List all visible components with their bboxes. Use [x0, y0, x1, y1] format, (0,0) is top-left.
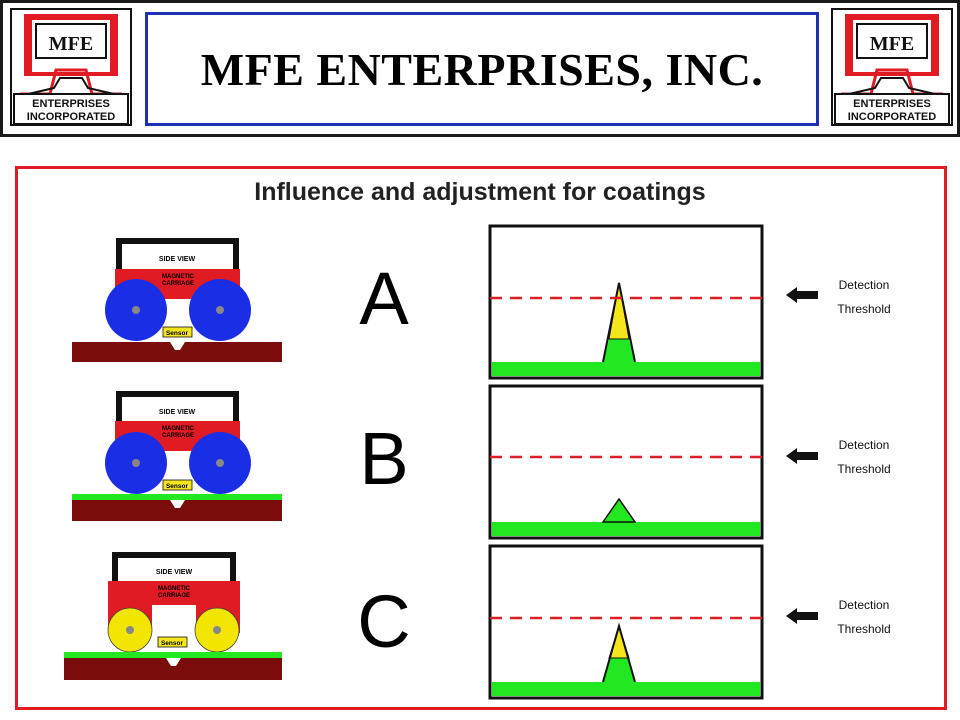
case-letter-c: C — [357, 580, 411, 663]
threshold-label-b: Threshold — [837, 462, 891, 476]
mfe-logo-left: MFE ENTERPRISES INCORPORATED — [10, 8, 132, 126]
slide-title: Influence and adjustment for coatings — [254, 178, 706, 206]
content-panel — [15, 166, 947, 710]
company-title: MFE ENTERPRISES, INC. — [200, 43, 764, 95]
logo-line1: ENTERPRISES — [853, 98, 931, 110]
mfe-logo-right: MFE ENTERPRISES INCORPORATED — [831, 8, 953, 126]
company-title-box: MFE ENTERPRISES, INC. — [145, 12, 819, 126]
logo-mark-text: MFE — [49, 33, 93, 55]
logo-line2: INCORPORATED — [848, 111, 936, 123]
logo-line1: ENTERPRISES — [32, 98, 110, 110]
detection-label-c: Detection — [838, 598, 890, 612]
case-letter-a: A — [359, 257, 409, 340]
logo-line2: INCORPORATED — [27, 111, 115, 123]
logo-mark-text: MFE — [870, 33, 914, 55]
detection-label-b: Detection — [838, 438, 890, 452]
case-letter-b: B — [359, 417, 409, 500]
detection-label-a: Detection — [838, 278, 890, 292]
threshold-label-c: Threshold — [837, 622, 891, 636]
threshold-label-a: Threshold — [837, 302, 891, 316]
